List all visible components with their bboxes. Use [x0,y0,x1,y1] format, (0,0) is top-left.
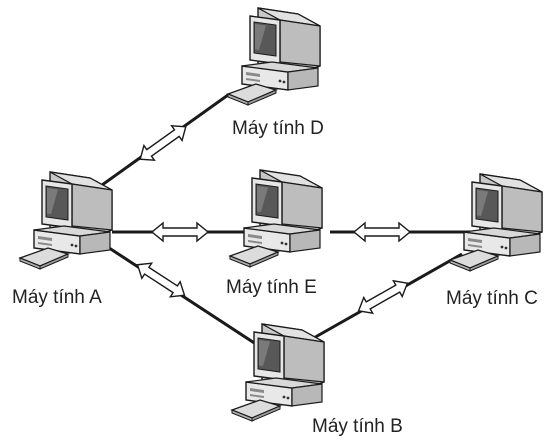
double-arrow-icon-b-c [353,274,413,320]
label-computer-a: Máy tính A [12,287,102,308]
double-arrow-icon-a-e [151,222,209,242]
label-computer-b: Máy tính B [312,416,403,437]
label-computer-e: Máy tính E [226,277,317,298]
double-arrow-icon-a-d [134,118,192,168]
label-computer-c: Máy tính C [446,288,538,309]
computer-a [19,171,113,270]
label-computer-d: Máy tính D [232,118,324,139]
computer-c [449,173,543,272]
double-arrow-icon-e-c [353,222,411,242]
computer-e [229,169,323,268]
double-arrow-icon-a-b [131,256,191,304]
desktop-computer-icon [229,169,323,268]
desktop-computer-icon [227,7,321,106]
computer-d [227,7,321,106]
desktop-computer-icon [19,171,113,270]
desktop-computer-icon [449,173,543,272]
